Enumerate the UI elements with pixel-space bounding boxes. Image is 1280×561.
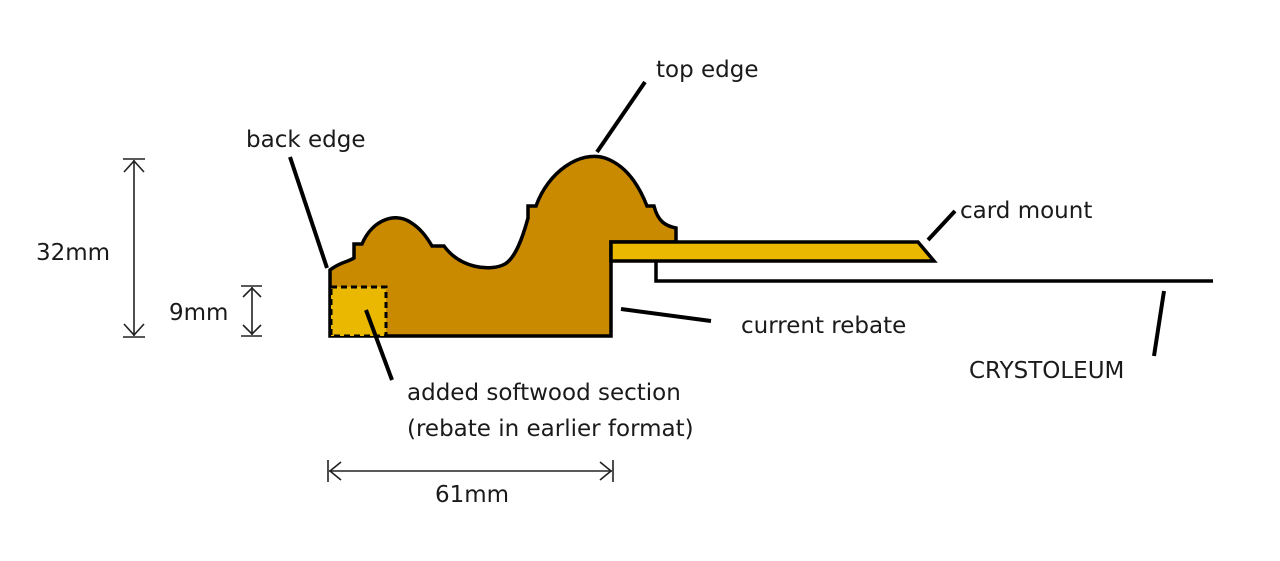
softwood-label-line1: added softwood section [407,380,681,406]
softwood-section [329,285,388,338]
softwood-leader [364,309,394,381]
card-mount-leader [926,209,957,242]
back-edge-label: back edge [246,127,365,153]
dimension-9mm [241,285,262,337]
current-rebate-leader [620,307,712,323]
dimension-32mm [123,158,145,338]
dimension-61mm-label: 61mm [435,482,509,508]
moulding-profile [328,154,678,338]
crystoleum-leader [1152,290,1166,357]
crystoleum-label: CRYSTOLEUM [969,358,1124,384]
back-edge-leader [288,156,329,269]
dimension-61mm [327,460,614,482]
top-edge-label: top edge [656,57,759,83]
dimension-9mm-label: 9mm [169,300,228,326]
softwood-label-line2: (rebate in earlier format) [407,416,694,442]
crystoleum-glass [654,262,1213,283]
dimension-32mm-label: 32mm [36,240,110,266]
card-mount-label: card mount [960,198,1092,224]
card-mount [609,240,938,263]
top-edge-leader [595,80,647,154]
current-rebate-label: current rebate [741,313,906,339]
